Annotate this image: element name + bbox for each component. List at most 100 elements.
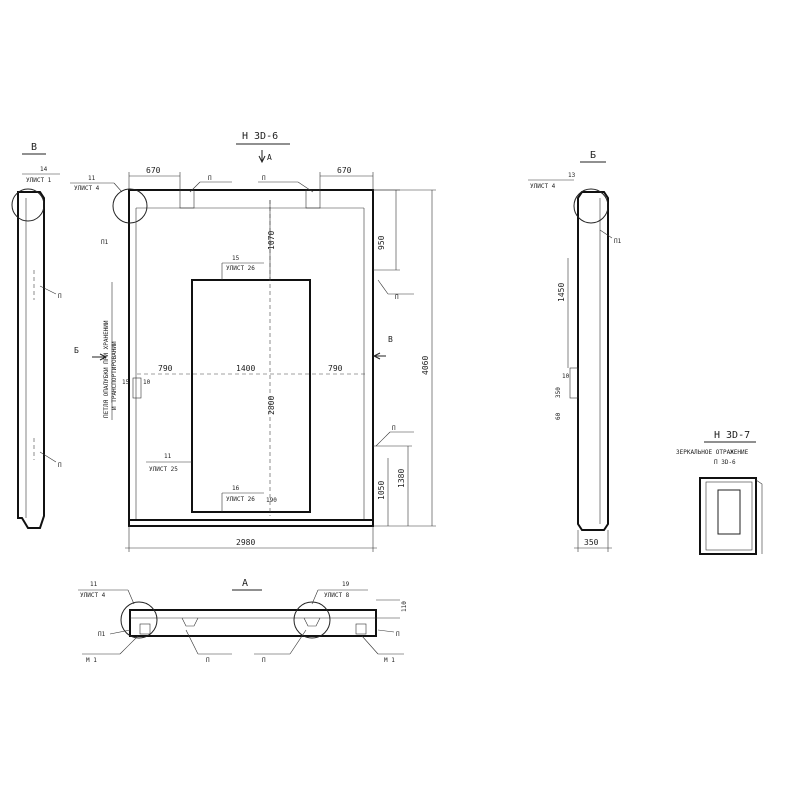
section-b-profile	[577, 191, 609, 531]
dim-950: 950	[377, 235, 386, 250]
view-a-profile	[129, 609, 377, 637]
sheet4-label: УЛИСТ 4	[74, 185, 100, 192]
view-a-left-sheet: УЛИСТ 4	[80, 592, 106, 599]
main-panel-view: Н 3D-6 А 670 670 П П	[70, 131, 436, 552]
section-v-profile	[17, 191, 45, 529]
arrow-a-label-top: А	[267, 153, 272, 162]
view-a-m1-left: М 1	[86, 657, 97, 664]
section-v-title: В	[31, 142, 37, 153]
section-b-dim-10: 10	[562, 373, 570, 380]
p-label-top-right: П	[262, 175, 266, 182]
section-b-hook	[569, 367, 579, 399]
leader-p-right-low	[375, 431, 391, 447]
dim-790-left: 790	[158, 364, 173, 373]
view-b-arrowhead	[99, 353, 108, 361]
view-a-arrowhead-top	[258, 155, 266, 164]
view-a-notch-left	[181, 617, 199, 627]
section-b-leader-p1	[599, 229, 613, 239]
dim-1050: 1050	[377, 481, 386, 500]
leader-sheet4	[113, 182, 123, 193]
window-opening	[191, 279, 311, 513]
section-v-detail-circle	[11, 188, 45, 222]
mirror-title: Н 3D-7	[714, 430, 750, 441]
view-a-right-n: 19	[342, 581, 350, 588]
dim-2980: 2980	[236, 538, 255, 547]
view-a-detail-right	[293, 601, 331, 639]
leader-p-top-right	[297, 181, 314, 193]
arrow-v-label-main: В	[388, 335, 393, 344]
dim-1380: 1380	[397, 469, 406, 488]
view-a-leader-p-mid-right	[289, 629, 307, 655]
view-a-p-right: П	[396, 631, 400, 638]
side-note-line-2: И ТРАНСПОРТИРОВАНИИ	[111, 341, 118, 410]
mirror-line-2: П 3D-6	[714, 459, 736, 466]
p1-label-main: П1	[101, 239, 109, 246]
section-b-title: Б	[590, 150, 596, 161]
view-a-notch-right	[303, 617, 321, 627]
dim-1400: 1400	[236, 364, 255, 373]
section-b-n: 13	[568, 172, 576, 179]
view-a-p1: П1	[98, 631, 106, 638]
dim-2800: 2800	[267, 396, 276, 415]
sheet26-top-label: УЛИСТ 26	[226, 265, 255, 272]
dim-190: 190	[266, 497, 277, 504]
top-notch-right	[305, 189, 321, 209]
section-b-view: Б 13 УЛИСТ 4 П1 1450 350 60 10 350	[528, 150, 622, 552]
view-a-leader-p1	[109, 629, 131, 635]
top-notch-left	[179, 189, 195, 209]
n11-label: 11	[88, 175, 96, 182]
section-v-leader-p1	[39, 285, 57, 295]
side-note-line-1: ПЕТЛЯ ОПАЛУБКИ ПРИ ХРАНЕНИИ	[103, 320, 110, 418]
n11-bottom-label: 11	[164, 453, 172, 460]
view-a: А 11 УЛИСТ 4 19 УЛИСТ 8 110 П П1 П П М 1	[78, 578, 408, 664]
section-b-width-350: 350	[584, 538, 599, 547]
view-a-leader-m1-right	[361, 635, 379, 655]
mirror-note: Н 3D-7 ЗЕРКАЛЬНОЕ ОТРАЖЕНИЕ П 3D-6	[676, 430, 763, 555]
p-label-right-low: П	[392, 425, 396, 432]
panel-outline	[128, 189, 374, 527]
n16-label: 16	[232, 485, 240, 492]
mirror-line-1: ЗЕРКАЛЬНОЕ ОТРАЖЕНИЕ	[676, 449, 749, 456]
view-a-bracket-right	[355, 623, 367, 635]
dim-4060: 4060	[421, 356, 430, 375]
detail-circle-top-left	[112, 188, 148, 224]
section-v-n: 14	[40, 166, 48, 173]
section-b-dim-1450: 1450	[557, 283, 566, 302]
arrow-b-label-main: Б	[74, 346, 79, 355]
mirror-panel-edge	[755, 479, 763, 554]
view-a-leader-p-mid-left	[185, 629, 199, 655]
section-v-view: В 14 УЛИСТ 1 П П	[11, 142, 62, 529]
section-v-leader-p2	[39, 451, 57, 463]
section-b-dim-60: 60	[555, 412, 562, 420]
small-15-label: 15	[122, 379, 130, 386]
p-label-top-left: П	[208, 175, 212, 182]
view-a-leader-m1-left	[119, 635, 139, 655]
view-a-right-sheet: УЛИСТ 8	[324, 592, 350, 599]
view-a-right-leader	[311, 589, 319, 605]
view-a-left-n: 11	[90, 581, 98, 588]
n15-label: 15	[232, 255, 240, 262]
leader-p-right-mid	[377, 279, 389, 295]
view-a-detail-left	[120, 601, 158, 639]
dim-670-right: 670	[337, 166, 352, 175]
section-b-p1: П1	[614, 238, 622, 245]
view-a-p-mid-right: П	[262, 657, 266, 664]
view-a-p-mid-left: П	[206, 657, 210, 664]
view-a-left-leader	[127, 589, 135, 605]
view-v-arrowhead	[372, 352, 381, 360]
dim-670-left: 670	[146, 166, 161, 175]
view-a-bracket-left	[139, 623, 151, 635]
leader-p-top-left	[189, 181, 201, 193]
view-a-title: А	[242, 578, 248, 589]
mirror-panel-thumb	[699, 477, 757, 555]
p-label-right-mid: П	[395, 294, 399, 301]
view-a-dim-110: 110	[401, 601, 408, 612]
section-b-dim-350: 350	[555, 387, 562, 398]
mirror-window-thumb	[717, 489, 741, 535]
view-a-leader-p-right	[377, 629, 395, 633]
lifting-hook-mark	[132, 377, 142, 399]
sheet26-bottom-label: УЛИСТ 26	[226, 496, 255, 503]
dim-790-right: 790	[328, 364, 343, 373]
section-v-sheet: УЛИСТ 1	[26, 177, 52, 184]
